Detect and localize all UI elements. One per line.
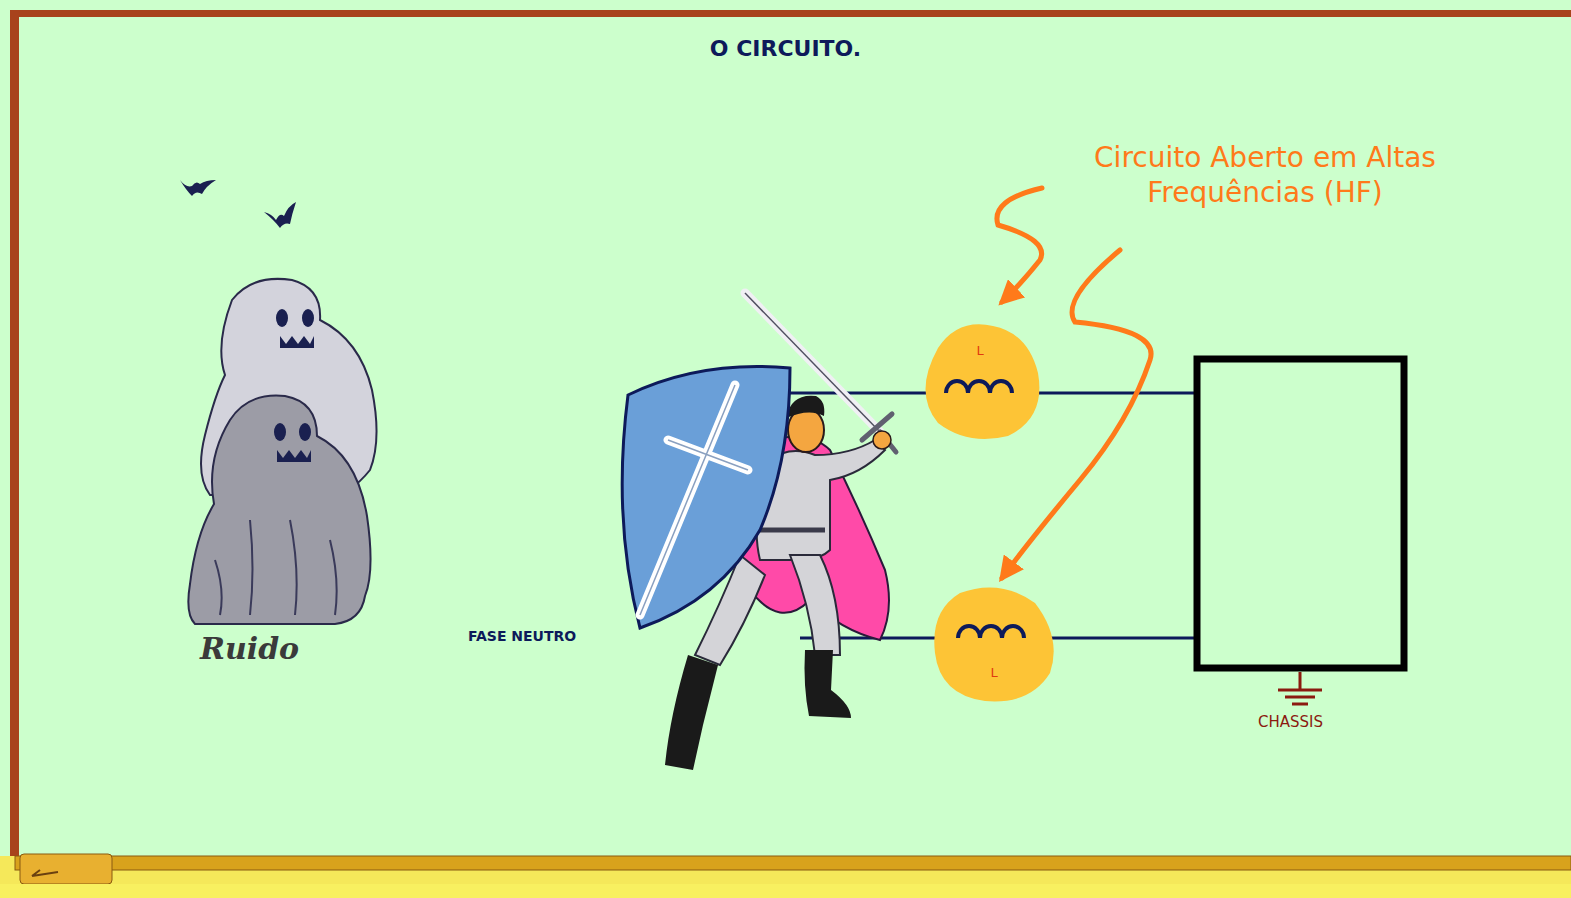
tab-mark (32, 870, 58, 876)
inductor-label: L (976, 344, 983, 357)
bottom-tab (20, 854, 112, 884)
ghost (188, 396, 370, 625)
knight-boot (805, 650, 852, 718)
inductor-outline (918, 318, 1042, 440)
ghost-eye (302, 309, 314, 327)
ghost-eye (299, 423, 311, 441)
title: O CIRCUITO. (0, 36, 1571, 61)
inductor-blob: L (918, 318, 1042, 440)
inductor-blob: L (930, 583, 1058, 703)
wire-label: FASE NEUTRO (468, 628, 576, 646)
annotation: Circuito Aberto em Altas Frequências (HF… (1065, 140, 1465, 210)
ground-label: CHASSIS (1258, 713, 1323, 732)
bottom-bar (0, 856, 1571, 898)
knight-shield (622, 367, 790, 628)
frame-top (0, 0, 1571, 10)
knight-hair (786, 396, 824, 418)
frame-border (10, 10, 19, 856)
shield-cross (640, 385, 748, 615)
leader-arrow (997, 188, 1042, 302)
frame-border (12, 10, 1571, 17)
bat (264, 202, 296, 228)
knight-hand (873, 431, 891, 449)
ghost-mouth (280, 336, 314, 348)
inductor-coil (958, 626, 1024, 638)
highlight-blob (926, 324, 1040, 439)
ghost-mouth (277, 450, 311, 462)
inductor-label: L (990, 666, 997, 679)
ghost-eye (274, 423, 286, 441)
bottom-strip (0, 884, 1571, 898)
bat (180, 180, 216, 196)
inductor-coil (946, 381, 1012, 393)
noise-label: Ruido (200, 630, 299, 668)
highlight-blob (934, 587, 1053, 701)
knight-leg (790, 555, 840, 655)
ghost-eye (276, 309, 288, 327)
load-box (1197, 359, 1404, 668)
knight-boot (665, 655, 718, 770)
inductor-outline (930, 583, 1058, 703)
chassis-ground-symbol (1278, 672, 1322, 704)
ghost-folds (215, 520, 337, 615)
bottom-rail (15, 856, 1571, 870)
shield-cross-edge (640, 385, 748, 615)
